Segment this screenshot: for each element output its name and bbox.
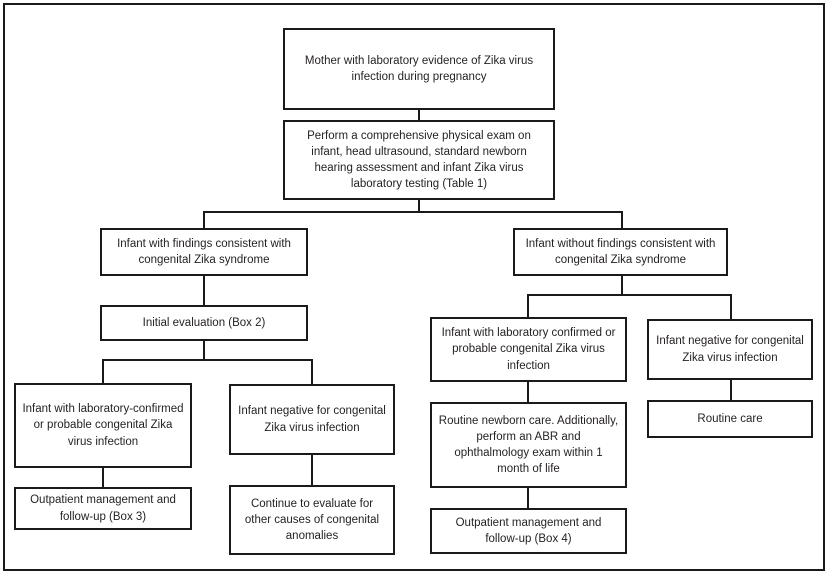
node-label: Initial evaluation (Box 2) bbox=[142, 316, 266, 329]
node-left-lab-confirmed: Infant with laboratory-confirmed or prob… bbox=[14, 383, 192, 468]
node-label: Mother with laboratory evidence of Zika … bbox=[304, 54, 534, 83]
node-label: Infant negative for congenital Zika viru… bbox=[238, 405, 386, 434]
node-right-negative: Infant negative for congenital Zika viru… bbox=[647, 319, 813, 380]
connector-exam-stem bbox=[418, 200, 420, 212]
connector-to-right-confirmed bbox=[527, 294, 529, 317]
node-label: Infant with findings consistent with con… bbox=[117, 237, 291, 266]
connector-to-left-branch bbox=[203, 211, 205, 228]
connector-initialeval-stem bbox=[203, 341, 205, 360]
connector-mother-exam bbox=[418, 110, 420, 120]
node-routine-newborn-care: Routine newborn care. Additionally, perf… bbox=[430, 402, 627, 488]
node-right-lab-confirmed: Infant with laboratory confirmed or prob… bbox=[430, 317, 627, 382]
connector-rightbranch-stem bbox=[621, 276, 623, 295]
node-label: Infant negative for congenital Zika viru… bbox=[656, 335, 804, 364]
connector-leftbranch-initialeval bbox=[203, 276, 205, 305]
connector-rightnegative-routinecare bbox=[730, 380, 732, 400]
node-outpatient-box3: Outpatient management and follow-up (Box… bbox=[14, 487, 192, 530]
connector-leftconfirmed-box3 bbox=[102, 468, 104, 487]
connector-initialeval-split bbox=[102, 359, 313, 361]
node-outpatient-box4: Outpatient management and follow-up (Box… bbox=[430, 508, 627, 554]
node-infant-without-findings: Infant without findings consistent with … bbox=[513, 228, 728, 276]
node-left-negative: Infant negative for congenital Zika viru… bbox=[229, 384, 395, 455]
connector-rightbranch-split bbox=[527, 294, 732, 296]
connector-routinenewborn-box4 bbox=[527, 488, 529, 508]
node-mother-zika-evidence: Mother with laboratory evidence of Zika … bbox=[283, 28, 555, 110]
connector-rightconfirmed-routinenewborn bbox=[527, 382, 529, 402]
node-label: Infant with laboratory confirmed or prob… bbox=[441, 327, 616, 372]
node-initial-evaluation: Initial evaluation (Box 2) bbox=[100, 305, 308, 341]
node-label: Continue to evaluate for other causes of… bbox=[244, 497, 380, 543]
connector-leftnegative-continue bbox=[311, 455, 313, 485]
node-label: Infant without findings consistent with … bbox=[525, 237, 716, 266]
node-label: Outpatient management and follow-up (Box… bbox=[30, 494, 176, 523]
connector-to-right-branch bbox=[621, 211, 623, 228]
node-label: Outpatient management and follow-up (Box… bbox=[455, 516, 602, 545]
connector-to-left-negative bbox=[311, 359, 313, 384]
diagram-border bbox=[3, 3, 825, 571]
connector-exam-split bbox=[203, 211, 623, 213]
node-label: Routine care bbox=[697, 412, 763, 425]
node-label: Infant with laboratory-confirmed or prob… bbox=[22, 403, 184, 448]
node-label: Perform a comprehensive physical exam on… bbox=[307, 129, 531, 191]
connector-to-left-confirmed bbox=[102, 359, 104, 383]
node-label: Routine newborn care. Additionally, perf… bbox=[438, 414, 619, 476]
node-comprehensive-exam: Perform a comprehensive physical exam on… bbox=[283, 120, 555, 200]
connector-to-right-negative bbox=[730, 294, 732, 319]
node-continue-evaluate: Continue to evaluate for other causes of… bbox=[229, 485, 395, 555]
node-infant-with-findings: Infant with findings consistent with con… bbox=[100, 228, 308, 276]
node-routine-care: Routine care bbox=[647, 400, 813, 438]
